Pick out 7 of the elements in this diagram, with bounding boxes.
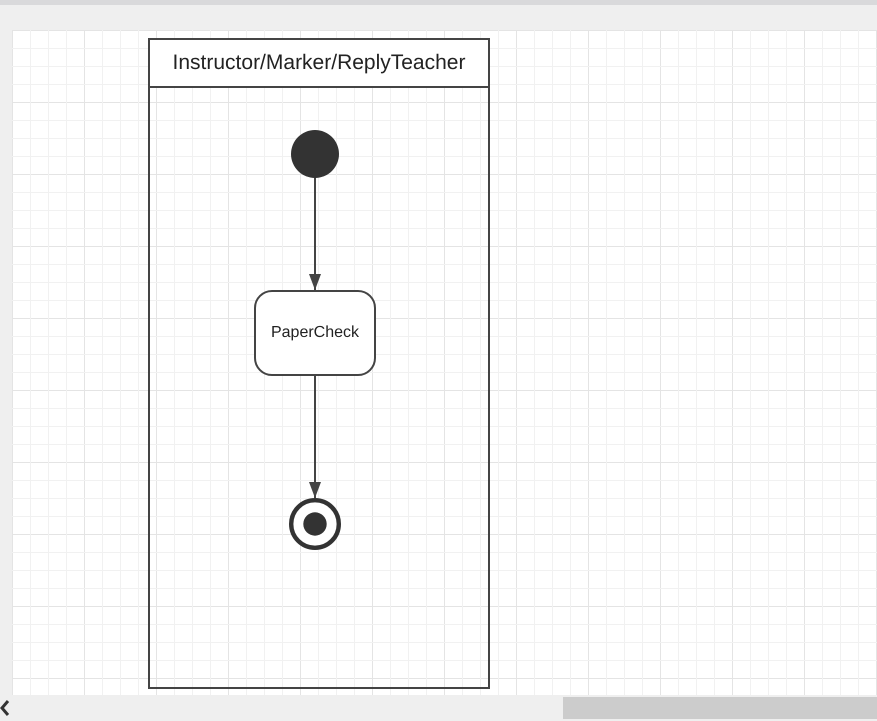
- action-label: PaperCheck: [270, 324, 360, 342]
- arrow: [309, 178, 321, 290]
- initial-node: [291, 130, 339, 178]
- swimlane: [148, 38, 490, 689]
- action-node: [254, 290, 376, 376]
- arrow: [309, 376, 321, 498]
- swimlane-header: Instructor/Marker/ReplyTeacher: [150, 40, 488, 88]
